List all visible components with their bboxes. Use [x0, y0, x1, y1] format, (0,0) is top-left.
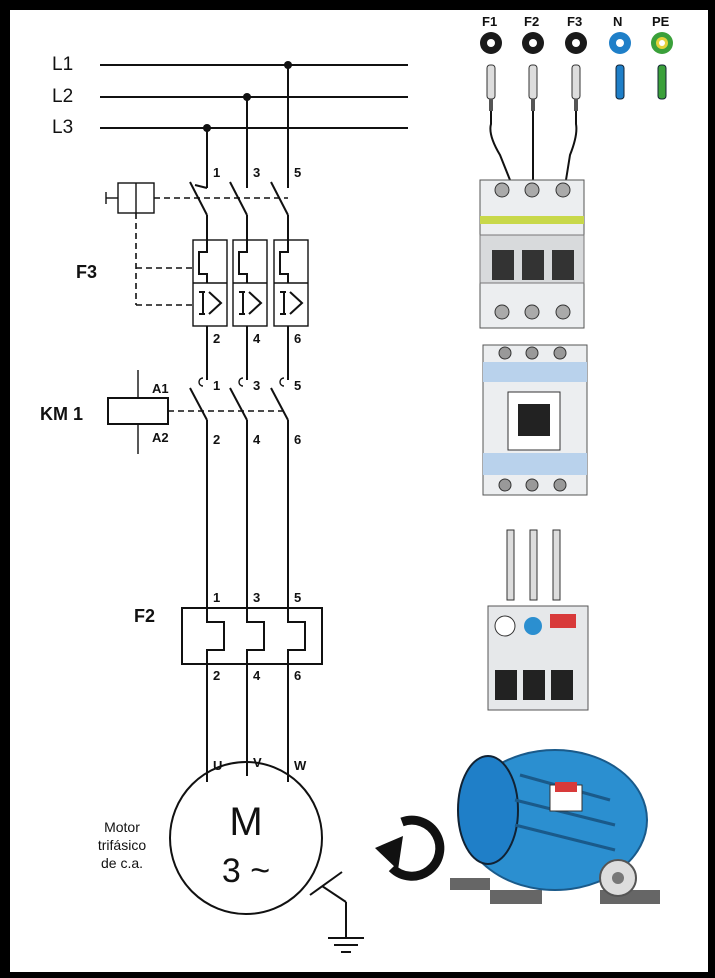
f3-label: F3 — [76, 262, 97, 282]
socket-pe-icon — [651, 32, 673, 100]
contactor-km1: KM 1 A1 A2 1 3 5 2 4 6 — [40, 370, 301, 454]
f3-terminal-4: 4 — [253, 331, 261, 346]
socket-f2-icon — [522, 32, 544, 111]
supply-lines: L1 L2 L3 — [52, 54, 408, 138]
thermal-relay-f2: F2 1 3 5 2 4 6 — [134, 590, 323, 683]
socket-row: F1 F2 F3 N PE — [480, 14, 673, 181]
motor-caption-1: Motor — [104, 819, 140, 835]
f3-terminal-5: 5 — [294, 165, 301, 180]
f2-terminal-6: 6 — [294, 668, 301, 683]
f2-terminal-4: 4 — [253, 668, 261, 683]
km1-terminal-1: 1 — [213, 378, 220, 393]
f2-label: F2 — [134, 606, 155, 626]
motor-circle — [169, 761, 323, 915]
coil-a1: A1 — [152, 381, 169, 396]
motor-symbol-m: M — [229, 800, 262, 844]
socket-f1-icon — [480, 32, 502, 111]
socket-n-icon — [609, 32, 631, 100]
diagram-panel: L1 L2 L3 1 3 5 F3 — [10, 10, 708, 972]
socket-label-pe: PE — [652, 14, 670, 29]
f2-terminal-3: 3 — [253, 590, 260, 605]
f2-terminal-2: 2 — [213, 668, 220, 683]
motor-phases: 3 ~ — [222, 852, 270, 890]
km1-label: KM 1 — [40, 404, 83, 424]
socket-label-f3: F3 — [567, 14, 582, 29]
motor-caption-3: de c.a. — [101, 855, 143, 871]
motor-terminal-u: U — [213, 758, 222, 773]
breaker-f3: F3 — [76, 239, 309, 327]
km1-terminal-5: 5 — [294, 378, 301, 393]
manual-operator — [105, 182, 288, 306]
socket-label-f1: F1 — [482, 14, 497, 29]
f2-terminal-5: 5 — [294, 590, 301, 605]
label-l3: L3 — [52, 117, 73, 138]
f2-terminal-1: 1 — [213, 590, 220, 605]
thermal-relay-illustration — [487, 529, 589, 711]
motor-illustration — [450, 749, 660, 904]
motor-symbol: U V W M 3 ~ Motor trifásico de c.a. — [98, 755, 323, 915]
breaker-illustration — [479, 179, 585, 329]
f3-terminal-3: 3 — [253, 165, 260, 180]
label-l1: L1 — [52, 54, 73, 75]
motor-terminal-w: W — [294, 758, 307, 773]
earth-symbol — [309, 871, 364, 953]
contactor-illustration — [482, 344, 588, 496]
coil-a2: A2 — [152, 430, 169, 445]
socket-f3-icon — [565, 32, 587, 111]
km1-terminal-3: 3 — [253, 378, 260, 393]
rotation-arrow-icon — [375, 815, 445, 881]
socket-label-f2: F2 — [524, 14, 539, 29]
f3-terminal-6: 6 — [294, 331, 301, 346]
socket-label-n: N — [613, 14, 622, 29]
wiring-diagram: L1 L2 L3 1 3 5 F3 — [40, 14, 673, 953]
f3-terminal-2: 2 — [213, 331, 220, 346]
motor-caption-2: trifásico — [98, 837, 146, 853]
label-l2: L2 — [52, 86, 73, 107]
km1-terminal-6: 6 — [294, 432, 301, 447]
km1-terminal-4: 4 — [253, 432, 261, 447]
km1-terminal-2: 2 — [213, 432, 220, 447]
f3-terminal-1: 1 — [213, 165, 220, 180]
